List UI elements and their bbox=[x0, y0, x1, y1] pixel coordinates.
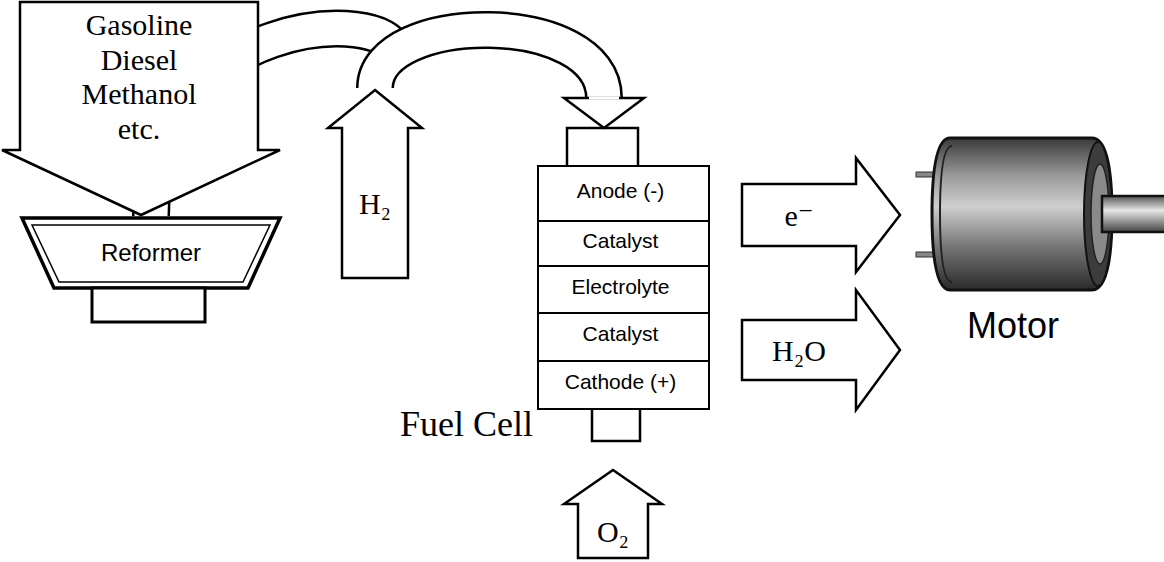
node-text: Gasoline Diesel Methanol etc. bbox=[64, 8, 214, 146]
cell-terminal bbox=[567, 128, 638, 167]
water-arrow: H₂O bbox=[740, 288, 902, 412]
electron-arrow: e⁻ bbox=[740, 156, 902, 274]
connector-fill bbox=[375, 30, 604, 98]
connector-outline bbox=[375, 30, 604, 98]
text-area: H₂O bbox=[742, 320, 856, 380]
cell-layer: Electrolyte bbox=[537, 265, 710, 314]
text-area: Catalyst bbox=[537, 312, 705, 357]
text-area: Gasoline Diesel Methanol etc. bbox=[20, 4, 258, 150]
cell-layer: Catalyst bbox=[537, 312, 710, 362]
text-area: Cathode (+) bbox=[537, 360, 705, 405]
node-text: H₂ bbox=[359, 187, 391, 220]
flow-connector bbox=[375, 30, 644, 128]
text-area: O₂ bbox=[578, 504, 648, 558]
node-text: Catalyst bbox=[583, 322, 659, 345]
text-area: Anode (-) bbox=[537, 165, 705, 217]
electron-arrow-outline bbox=[740, 156, 902, 274]
node-text: H₂O bbox=[772, 334, 826, 367]
cell-layer: Cathode (+) bbox=[537, 360, 710, 410]
arrowhead-joint bbox=[589, 97, 619, 100]
text-area: e⁻ bbox=[742, 184, 856, 246]
hydrogen-arrow: H₂ bbox=[326, 88, 424, 280]
text-area: Electrolyte bbox=[537, 265, 705, 309]
node-text: e⁻ bbox=[784, 199, 813, 232]
node-text: Electrolyte bbox=[571, 275, 669, 298]
cell-layer: Anode (-) bbox=[537, 165, 710, 222]
fuel-input-arrow: Gasoline Diesel Methanol etc. bbox=[0, 0, 284, 218]
node-text: Anode (-) bbox=[577, 179, 665, 202]
cell-terminal bbox=[592, 408, 640, 441]
cell-layer: Catalyst bbox=[537, 220, 710, 267]
node-text: Cathode (+) bbox=[565, 370, 676, 393]
hydrogen-arrow-outline bbox=[326, 88, 424, 280]
oxygen-arrow: O₂ bbox=[562, 468, 664, 560]
text-area: H₂ bbox=[342, 130, 408, 276]
node-text: Catalyst bbox=[583, 229, 659, 252]
text-area: Catalyst bbox=[537, 220, 705, 262]
node-text: Reformer bbox=[101, 240, 201, 266]
reformer-box-outline bbox=[20, 216, 282, 324]
arrowhead bbox=[564, 98, 644, 128]
node-text: O₂ bbox=[597, 515, 629, 548]
reformer-box: Reformer bbox=[20, 216, 282, 324]
motor-symbol bbox=[916, 138, 1164, 290]
text-area: Reformer bbox=[60, 228, 242, 278]
assembly-label: Fuel Cell bbox=[400, 405, 533, 445]
part-label: Motor bbox=[967, 306, 1059, 346]
